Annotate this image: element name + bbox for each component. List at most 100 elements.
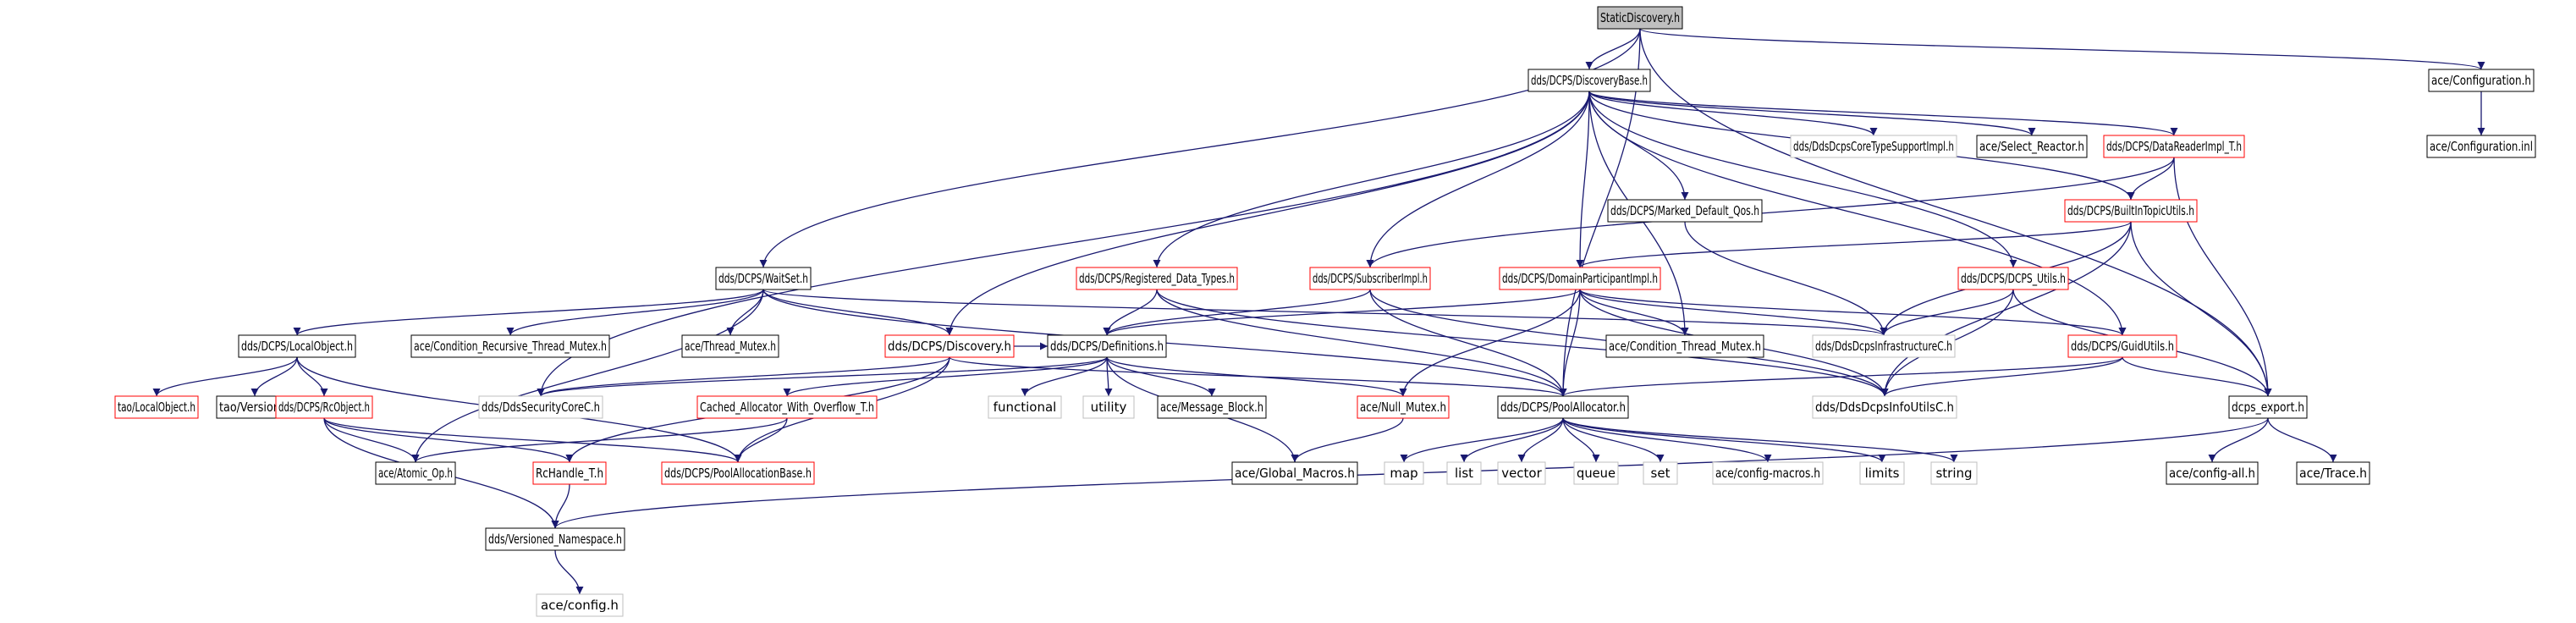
node-box[interactable] [275, 395, 373, 419]
node-queue[interactable]: queue [1573, 461, 1619, 485]
node-box[interactable] [1957, 267, 2069, 290]
node-dcps_export[interactable]: dcps_export.h [2228, 395, 2308, 419]
node-discovery[interactable]: dds/DCPS/Discovery.h [884, 334, 1015, 358]
node-box[interactable] [884, 334, 1015, 358]
node-map[interactable]: map [1384, 461, 1424, 485]
node-ace_atomic_op[interactable]: ace/Atomic_Op.h [375, 461, 456, 485]
node-box[interactable] [1446, 461, 1482, 485]
node-marked_default_qos[interactable]: dds/DCPS/Marked_Default_Qos.h [1607, 199, 1763, 223]
node-static_discovery[interactable]: StaticDiscovery.h [1597, 6, 1683, 30]
node-builtin_topic_utils[interactable]: dds/DCPS/BuiltInTopicUtils.h [2064, 199, 2198, 223]
node-condition_recursive_thread_mutex[interactable]: ace/Condition_Recursive_Thread_Mutex.h [410, 334, 610, 358]
node-pool_allocator[interactable]: dds/DCPS/PoolAllocator.h [1497, 395, 1629, 419]
node-box[interactable] [478, 395, 603, 419]
node-box[interactable] [114, 395, 199, 419]
node-box[interactable] [1082, 395, 1135, 419]
node-box[interactable] [1497, 461, 1546, 485]
node-box[interactable] [2064, 199, 2198, 223]
node-guid_utils[interactable]: dds/DCPS/GuidUtils.h [2067, 334, 2177, 358]
node-utility[interactable]: utility [1082, 395, 1135, 419]
node-box[interactable] [2166, 461, 2259, 485]
node-ace_select_reactor[interactable]: ace/Select_Reactor.h [1976, 135, 2088, 158]
node-box[interactable] [1497, 395, 1629, 419]
node-box[interactable] [1573, 461, 1619, 485]
node-ace_config[interactable]: ace/config.h [536, 593, 624, 617]
node-box[interactable] [1231, 461, 1358, 485]
node-box[interactable] [1643, 461, 1678, 485]
node-registered_data_types[interactable]: dds/DCPS/Registered_Data_Types.h [1076, 267, 1238, 290]
node-box[interactable] [1527, 69, 1651, 92]
node-rc_handle_t[interactable]: RcHandle_T.h [532, 461, 607, 485]
node-vector[interactable]: vector [1497, 461, 1546, 485]
node-subscriber_impl[interactable]: dds/DCPS/SubscriberImpl.h [1309, 267, 1431, 290]
node-box[interactable] [1499, 267, 1661, 290]
node-set[interactable]: set [1643, 461, 1678, 485]
node-box[interactable] [2067, 334, 2177, 358]
node-box[interactable] [988, 395, 1062, 419]
node-box[interactable] [1812, 395, 1957, 419]
node-box[interactable] [375, 461, 456, 485]
node-box[interactable] [1790, 135, 1957, 158]
nodes-layer: StaticDiscovery.h dds/DCPS/DiscoveryBase.… [114, 6, 2536, 617]
node-rc_object[interactable]: dds/DCPS/RcObject.h [275, 395, 373, 419]
node-box[interactable] [1357, 395, 1450, 419]
node-box[interactable] [1605, 334, 1764, 358]
node-info_utils_c[interactable]: dds/DdsDcpsInfoUtilsC.h [1812, 395, 1957, 419]
node-box[interactable] [1309, 267, 1431, 290]
node-ace_global_macros[interactable]: ace/Global_Macros.h [1231, 461, 1358, 485]
node-box[interactable] [1157, 395, 1267, 419]
node-box[interactable] [2228, 395, 2308, 419]
node-list[interactable]: list [1446, 461, 1482, 485]
node-label: ace/Condition_Thread_Mutex.h [1609, 339, 1761, 355]
node-ace_null_mutex[interactable]: ace/Null_Mutex.h [1357, 395, 1450, 419]
node-box[interactable] [696, 395, 878, 419]
node-security_core_c[interactable]: dds/DdsSecurityCoreC.h [478, 395, 603, 419]
node-box[interactable] [1930, 461, 1978, 485]
node-pool_allocation_base[interactable]: dds/DCPS/PoolAllocationBase.h [661, 461, 815, 485]
node-box[interactable] [1607, 199, 1763, 223]
node-limits[interactable]: limits [1859, 461, 1905, 485]
node-box[interactable] [681, 334, 779, 358]
node-versioned_namespace[interactable]: dds/Versioned_Namespace.h [485, 527, 625, 551]
node-dcps_utils[interactable]: dds/DCPS/DCPS_Utils.h [1957, 267, 2069, 290]
node-box[interactable] [2426, 135, 2536, 158]
node-ace_configuration[interactable]: ace/Configuration.h [2428, 69, 2535, 92]
node-box[interactable] [410, 334, 610, 358]
node-condition_thread_mutex[interactable]: ace/Condition_Thread_Mutex.h [1605, 334, 1764, 358]
node-domain_participant_impl[interactable]: dds/DCPS/DomainParticipantImpl.h [1499, 267, 1661, 290]
node-definitions[interactable]: dds/DCPS/Definitions.h [1047, 334, 1167, 358]
node-box[interactable] [532, 461, 607, 485]
node-box[interactable] [2428, 69, 2535, 92]
node-thread_mutex[interactable]: ace/Thread_Mutex.h [681, 334, 779, 358]
node-box[interactable] [536, 593, 624, 617]
node-box[interactable] [2103, 135, 2245, 158]
node-wait_set[interactable]: dds/DCPS/WaitSet.h [715, 267, 812, 290]
node-box[interactable] [1047, 334, 1167, 358]
node-ace_config_macros[interactable]: ace/config-macros.h [1712, 461, 1824, 485]
node-ace_configuration_inl[interactable]: ace/Configuration.inl [2426, 135, 2536, 158]
node-data_reader_impl_t[interactable]: dds/DCPS/DataReaderImpl_T.h [2103, 135, 2245, 158]
node-ace_trace[interactable]: ace/Trace.h [2296, 461, 2370, 485]
node-box[interactable] [2296, 461, 2370, 485]
node-box[interactable] [715, 267, 812, 290]
node-box[interactable] [661, 461, 815, 485]
node-cached_allocator[interactable]: Cached_Allocator_With_Overflow_T.h [696, 395, 878, 419]
node-ace_config_all[interactable]: ace/config-all.h [2166, 461, 2259, 485]
node-box[interactable] [1859, 461, 1905, 485]
node-ace_message_block[interactable]: ace/Message_Block.h [1157, 395, 1267, 419]
node-dds_core_type_support_impl[interactable]: dds/DdsDcpsCoreTypeSupportImpl.h [1790, 135, 1957, 158]
node-tao_local_object[interactable]: tao/LocalObject.h [114, 395, 199, 419]
node-string[interactable]: string [1930, 461, 1978, 485]
node-box[interactable] [1384, 461, 1424, 485]
node-box[interactable] [1976, 135, 2088, 158]
node-infrastructure_c[interactable]: dds/DdsDcpsInfrastructureC.h [1812, 334, 1956, 358]
node-box[interactable] [1076, 267, 1238, 290]
node-box[interactable] [1812, 334, 1956, 358]
node-local_object[interactable]: dds/DCPS/LocalObject.h [238, 334, 356, 358]
node-functional[interactable]: functional [988, 395, 1062, 419]
node-box[interactable] [485, 527, 625, 551]
node-discovery_base[interactable]: dds/DCPS/DiscoveryBase.h [1527, 69, 1651, 92]
node-box[interactable] [238, 334, 356, 358]
node-box[interactable] [1597, 6, 1683, 30]
node-box[interactable] [1712, 461, 1824, 485]
